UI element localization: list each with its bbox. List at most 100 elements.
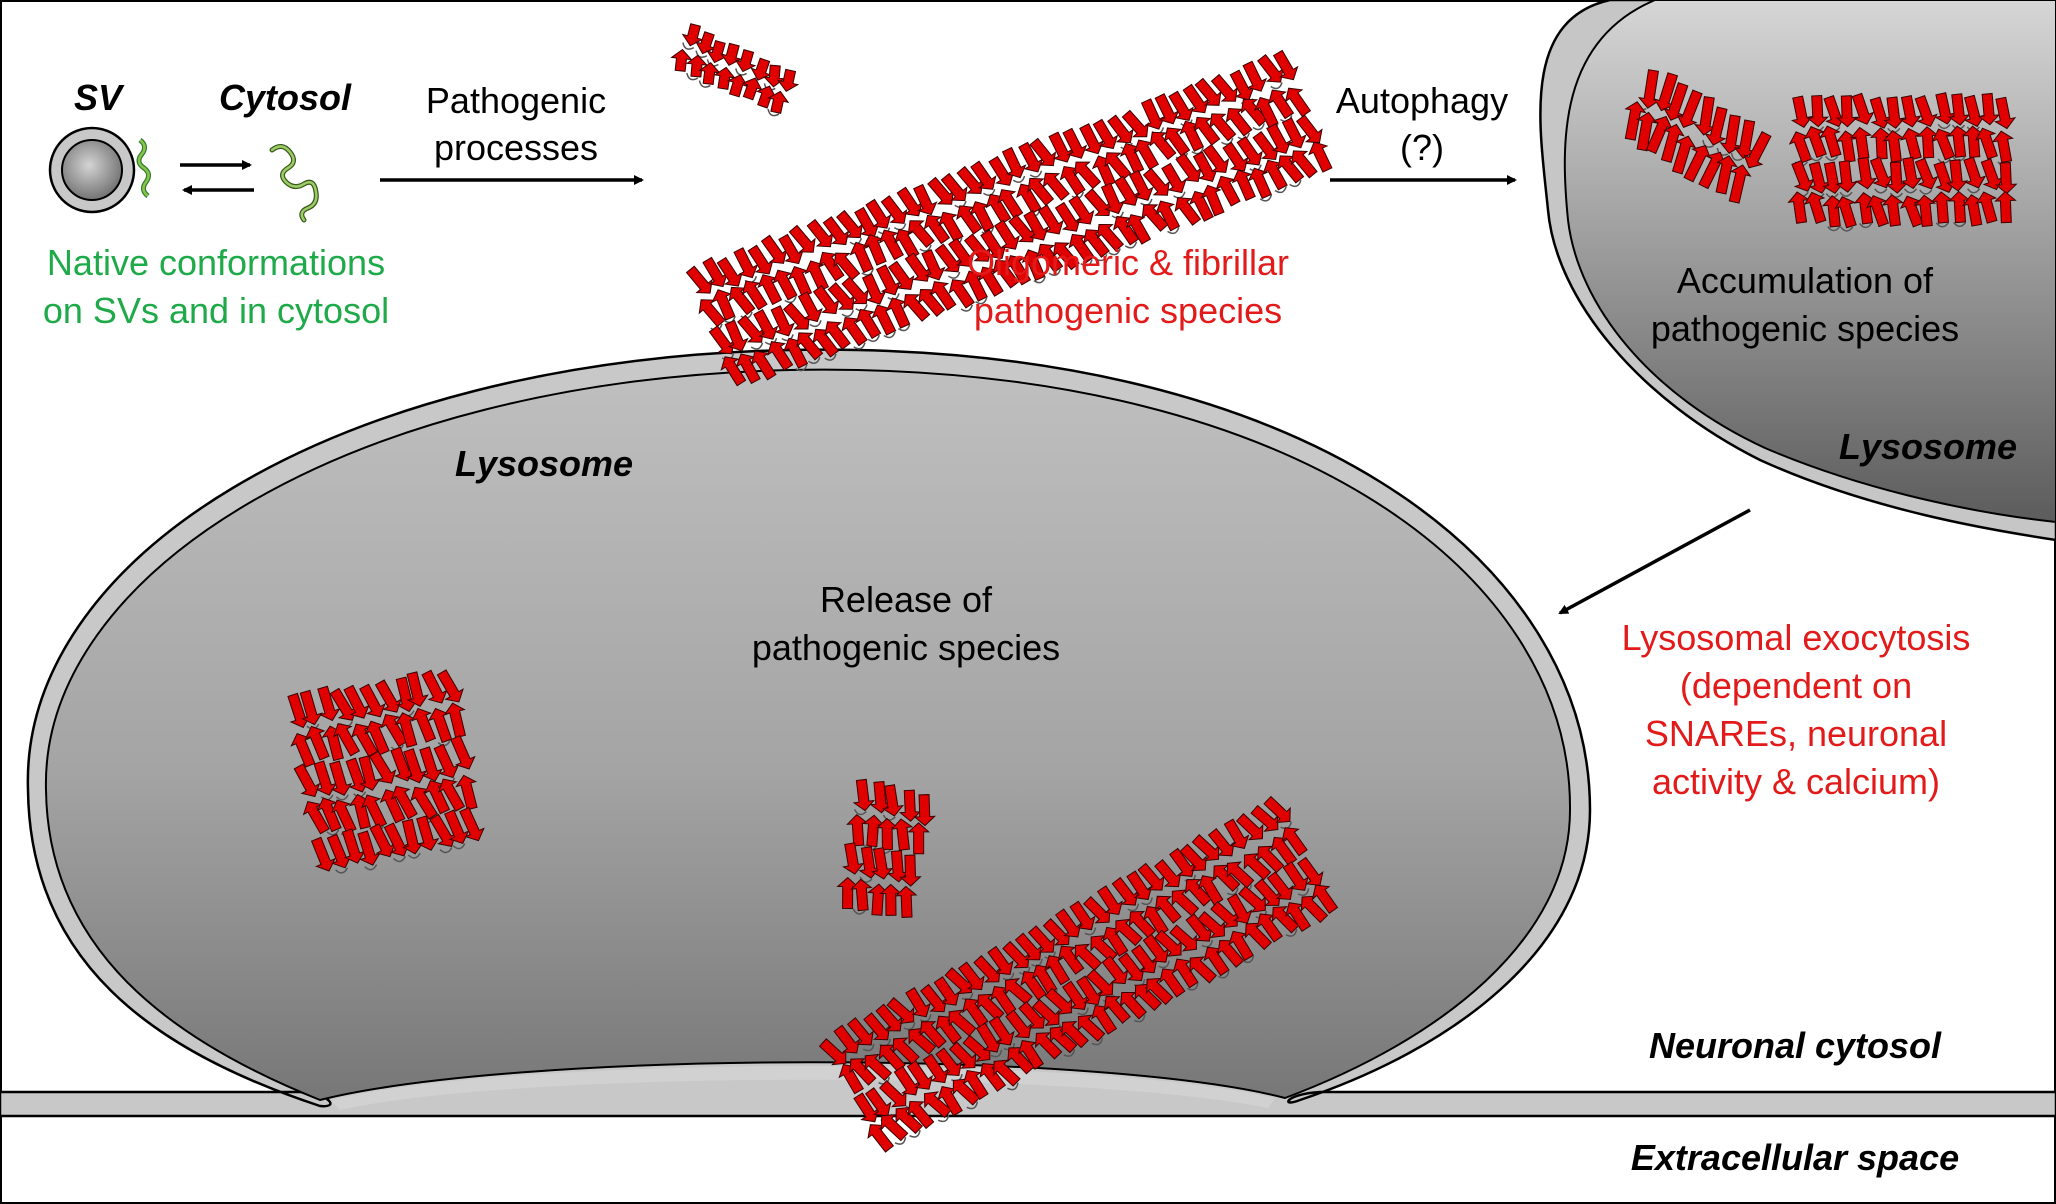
coil-loop — [937, 1114, 950, 1123]
beta-strand-arrow — [1885, 161, 1909, 194]
beta-strand-arrow — [1077, 1014, 1106, 1042]
beta-strand-arrow — [978, 266, 1004, 297]
beta-strand-arrow — [1835, 95, 1859, 128]
beta-strand-arrow — [1693, 96, 1717, 136]
beta-strand-arrow — [930, 281, 957, 311]
beta-strand-arrow — [1086, 968, 1114, 997]
beta-strand-arrow — [733, 247, 759, 279]
beta-strand-arrow — [724, 319, 749, 352]
beta-strand-arrow — [1134, 983, 1163, 1012]
beta-strand-arrow — [1835, 160, 1858, 193]
coil-loop — [853, 809, 867, 816]
beta-strand-arrow — [1980, 158, 2004, 191]
beta-strand-arrow — [1115, 918, 1143, 947]
beta-strand-arrow — [1202, 143, 1230, 173]
beta-strand-arrow — [1994, 191, 2017, 224]
beta-strand-arrow — [427, 707, 453, 744]
beta-strand-arrow — [1223, 818, 1250, 849]
coil-loop — [852, 908, 866, 915]
beta-strand-arrow — [979, 1063, 1007, 1092]
beta-strand-arrow — [894, 885, 918, 918]
beta-strand-arrow — [1035, 1032, 1063, 1060]
coil-loop — [1270, 82, 1283, 90]
beta-strand-arrow — [1168, 90, 1194, 122]
coil-loop — [1859, 222, 1873, 229]
beta-strand-arrow — [962, 998, 989, 1028]
beta-strand-arrow — [937, 1086, 963, 1117]
beta-strand-arrow — [1285, 902, 1312, 932]
beta-strand-arrow — [988, 155, 1015, 186]
beta-strand-arrow — [777, 68, 800, 93]
native-conformations-line1: Native conformations — [47, 242, 385, 283]
beta-strand-arrow — [419, 746, 443, 782]
beta-strand-arrow — [380, 713, 409, 748]
beta-strand-arrow — [1899, 127, 1922, 161]
beta-strand-arrow — [1061, 1020, 1089, 1049]
beta-strand-arrow — [406, 671, 429, 707]
beta-strand-arrow — [1137, 862, 1165, 891]
coil-loop — [1002, 972, 1015, 981]
beta-strand-arrow — [782, 301, 811, 330]
beta-strand-arrow — [1126, 870, 1153, 901]
coil-loop — [1259, 194, 1273, 202]
beta-strand-arrow — [865, 198, 892, 229]
beta-strand-arrow — [1787, 191, 1810, 224]
beta-strand-arrow — [918, 288, 946, 317]
beta-strand-arrow — [922, 1053, 949, 1084]
coil-loop — [1827, 226, 1841, 232]
beta-strand-arrow — [1163, 127, 1191, 157]
coil-loop — [698, 80, 711, 88]
beta-strand-arrow — [822, 216, 850, 246]
pathogenic-processes-line2: processes — [434, 127, 598, 168]
beta-strand-arrow — [390, 785, 418, 820]
coil-loop — [893, 223, 907, 231]
beta-strand-arrow — [438, 778, 466, 812]
beta-strand-arrow — [1133, 139, 1160, 171]
beta-strand-arrow — [913, 794, 936, 827]
alpha-synuclein-monomer-icon — [269, 144, 319, 223]
beta-strand-arrow — [1005, 255, 1032, 286]
beta-strand-arrow — [855, 308, 882, 340]
native-conformations-line2: on SVs and in cytosol — [43, 290, 389, 331]
beta-strand-arrow — [702, 256, 728, 288]
beta-strand-arrow — [919, 1021, 947, 1049]
coil-loop — [1839, 191, 1853, 197]
coil-loop — [1903, 188, 1918, 194]
beta-strand-arrow — [1145, 977, 1174, 1006]
beta-strand-arrow — [1974, 127, 1998, 160]
arrow-icon — [1558, 508, 1751, 615]
coil-loop — [1186, 982, 1199, 991]
beta-strand-arrow — [861, 273, 887, 305]
beta-strand-arrow — [1021, 249, 1046, 281]
beta-strand-arrow — [867, 1124, 895, 1153]
coil-loop — [1063, 1049, 1076, 1057]
beta-strand-arrow — [1197, 875, 1224, 906]
beta-strand-arrow — [1062, 127, 1088, 159]
beta-strand-arrow — [1256, 913, 1283, 943]
beta-strand-arrow — [734, 48, 757, 73]
beta-strand-arrow — [1074, 943, 1103, 971]
beta-strand-arrow — [841, 276, 869, 305]
beta-strand-arrow — [1913, 194, 1937, 228]
beta-strand-arrow — [1005, 1009, 1032, 1039]
beta-strand-arrow — [694, 31, 717, 55]
beta-strand-arrow — [1083, 229, 1110, 258]
beta-strand-arrow — [1963, 156, 1987, 189]
beta-strand-arrow — [973, 955, 1001, 983]
beta-strand-arrow — [1054, 201, 1081, 232]
beta-sheet-fibril-icon — [1624, 69, 1772, 204]
beta-strand-arrow — [1671, 135, 1697, 175]
beta-sheet-fibril-icon — [1787, 92, 2018, 232]
beta-strand-arrow — [948, 1009, 977, 1037]
coil-loop — [1730, 152, 1743, 161]
coil-loop — [1937, 123, 1951, 130]
beta-strand-arrow — [1803, 191, 1827, 224]
beta-strand-arrow — [1054, 908, 1082, 938]
beta-strand-arrow — [728, 286, 756, 316]
beta-strand-arrow — [1189, 956, 1217, 984]
beta-strand-arrow — [818, 251, 845, 282]
beta-strand-arrow — [1018, 1000, 1046, 1029]
coil-loop — [1095, 254, 1108, 262]
beta-strand-arrow — [369, 823, 396, 858]
beta-strand-arrow — [1169, 924, 1197, 952]
